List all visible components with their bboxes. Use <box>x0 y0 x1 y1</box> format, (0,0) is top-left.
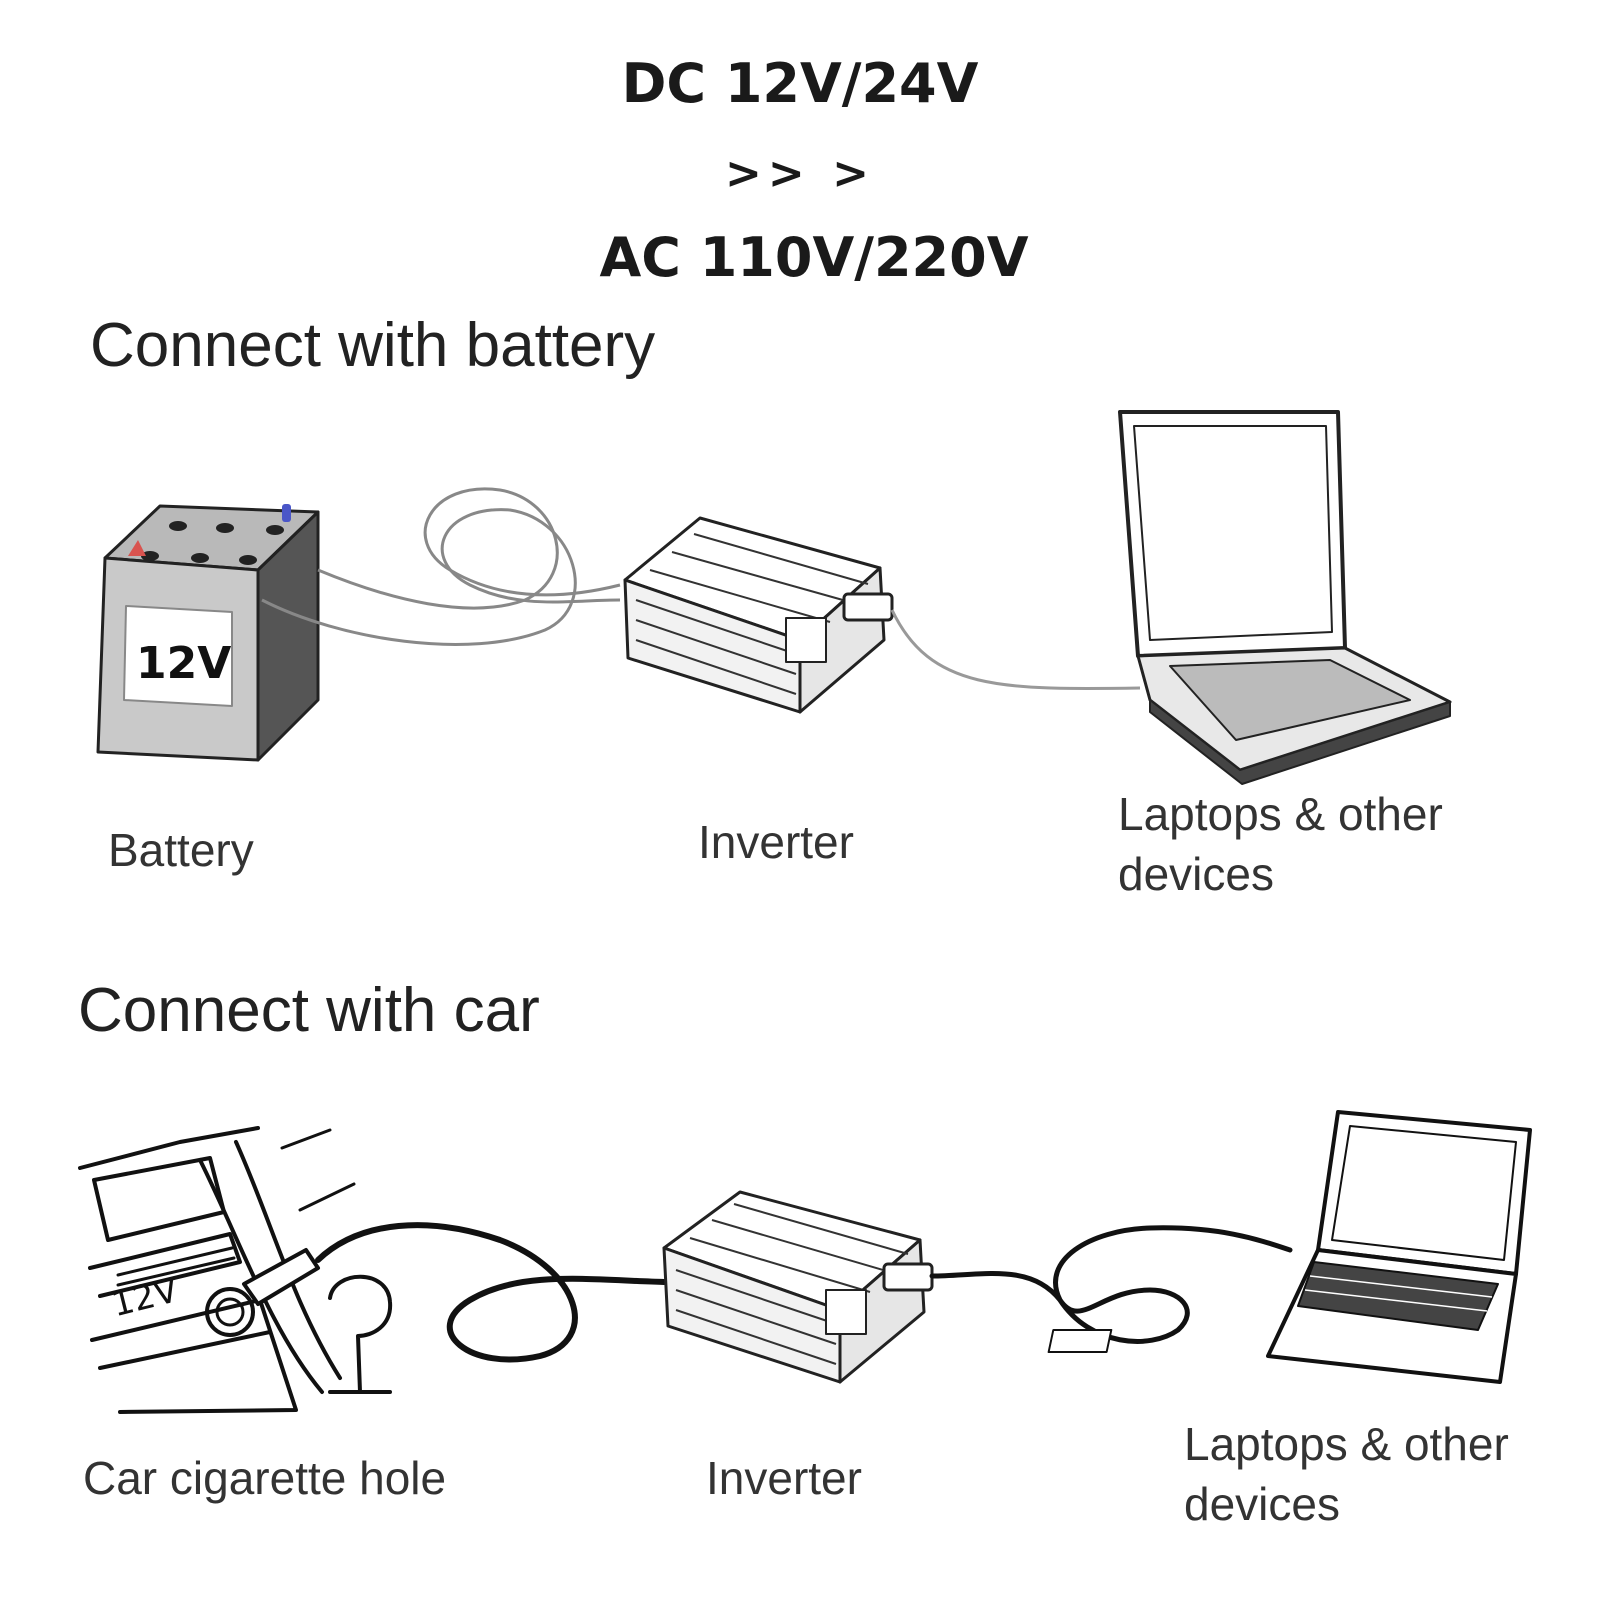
ac-output-cable <box>929 1225 1293 1344</box>
car-adapter-cable <box>315 1222 667 1363</box>
laptop-illustration <box>1047 1110 1532 1384</box>
car-dashboard-illustration <box>78 1126 393 1414</box>
ac-voltage-heading: AC 110V/220V <box>599 226 1029 289</box>
inverter-illustration <box>662 1190 934 1384</box>
label-battery: Battery <box>108 824 254 876</box>
label-devices-line2: devices <box>1118 848 1274 900</box>
label-devices-line2: devices <box>1184 1478 1340 1530</box>
label-devices-line1: Laptops & other <box>1118 788 1443 840</box>
label-car-cigarette-hole: Car cigarette hole <box>83 1452 447 1504</box>
dc-voltage-heading: DC 12V/24V <box>621 52 979 115</box>
car-socket-voltage-mark: 12V <box>108 1270 182 1325</box>
label-inverter-battery-section: Inverter <box>698 816 854 868</box>
label-devices-line1: Laptops & other <box>1184 1418 1509 1470</box>
laptop-illustration <box>1118 410 1452 785</box>
inverter-illustration <box>623 516 894 714</box>
positive-terminal-icon <box>128 540 146 556</box>
section-title-battery: Connect with battery <box>90 311 656 380</box>
battery-illustration <box>96 504 320 762</box>
label-devices-car-section: Laptops & other devices <box>1184 1414 1509 1534</box>
label-inverter-car-section: Inverter <box>706 1452 862 1504</box>
ac-output-cable <box>890 609 1141 690</box>
battery-voltage-mark: 12V <box>136 638 231 689</box>
label-devices-battery-section: Laptops & other devices <box>1118 784 1443 904</box>
battery-cable <box>261 487 621 646</box>
section-title-car: Connect with car <box>78 976 540 1045</box>
conversion-arrows: >> > <box>725 148 875 199</box>
negative-terminal-icon <box>282 504 291 522</box>
